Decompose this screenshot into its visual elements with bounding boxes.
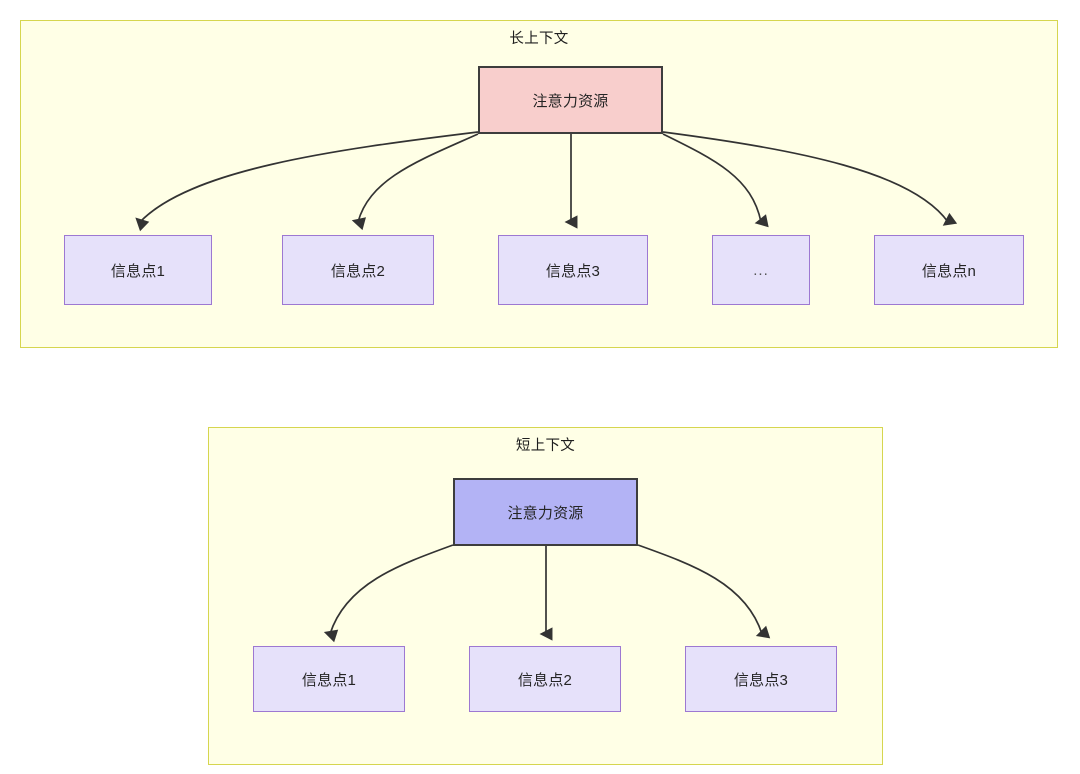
edge-long-2: [351, 133, 479, 231]
leaf-node-short-1[interactable]: 信息点1: [253, 646, 405, 712]
leaf-node-long-1[interactable]: 信息点1: [64, 235, 212, 305]
hub-node-short-context[interactable]: 注意力资源: [453, 478, 638, 546]
leaf-node-short-2[interactable]: 信息点2: [469, 646, 621, 712]
edge-long-5: [662, 131, 958, 226]
leaf-node-long-2[interactable]: 信息点2: [282, 235, 434, 305]
panel-long-context-title: 长上下文: [509, 31, 569, 47]
panel-short-context-title: 短上下文: [515, 438, 576, 454]
hub-node-long-context[interactable]: 注意力资源: [478, 66, 663, 134]
edge-long-1: [135, 131, 479, 232]
leaf-node-short-3[interactable]: 信息点3: [685, 646, 837, 712]
edge-short-3: [637, 544, 771, 639]
leaf-node-long-3[interactable]: 信息点3: [498, 235, 648, 305]
leaf-node-long-ellipsis[interactable]: ...: [712, 235, 810, 305]
edge-long-4: [662, 133, 769, 228]
edge-short-1: [323, 544, 454, 643]
leaf-node-long-n[interactable]: 信息点n: [874, 235, 1024, 305]
